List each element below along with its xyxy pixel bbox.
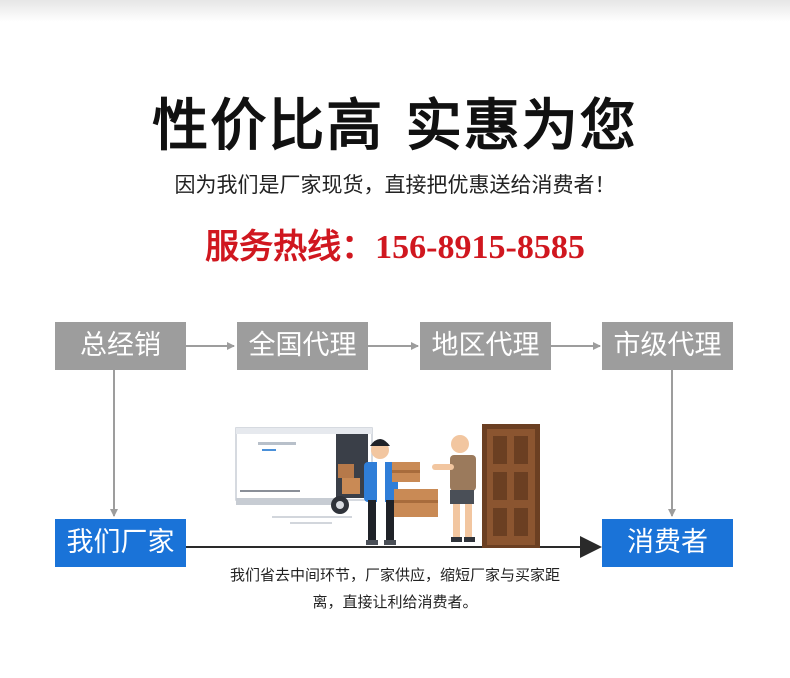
chain-box-general-distributor: 总经销 bbox=[55, 322, 186, 370]
top-shadow-band bbox=[0, 0, 790, 22]
customer-icon bbox=[432, 435, 476, 542]
note-line-2: 离，直接让利给消费者。 bbox=[312, 593, 478, 611]
consumer-box: 消费者 bbox=[602, 519, 733, 567]
hotline: 服务热线：156-8915-8585 bbox=[0, 225, 790, 271]
chain-box-national-agent: 全国代理 bbox=[237, 322, 368, 370]
note-line-1: 我们省去中间环节，厂家供应，缩短厂家与买家距 bbox=[229, 566, 560, 584]
door-icon bbox=[482, 424, 540, 548]
factory-box: 我们厂家 bbox=[55, 519, 186, 567]
delivery-truck-icon bbox=[235, 427, 373, 524]
chain-box-regional-agent: 地区代理 bbox=[420, 322, 551, 370]
hotline-label: 服务热线： bbox=[205, 229, 376, 266]
delivery-man-icon bbox=[364, 439, 438, 545]
hotline-number: 156-8915-8585 bbox=[375, 229, 585, 266]
chain-box-city-agent: 市级代理 bbox=[602, 322, 733, 370]
main-arrow-head bbox=[580, 536, 602, 558]
explanation-note: 我们省去中间环节，厂家供应，缩短厂家与买家距 离，直接让利给消费者。 bbox=[180, 562, 610, 616]
headline: 性价比高 实惠为您 bbox=[152, 94, 638, 159]
subheadline: 因为我们是厂家现货，直接把优惠送给消费者！ bbox=[174, 173, 616, 197]
